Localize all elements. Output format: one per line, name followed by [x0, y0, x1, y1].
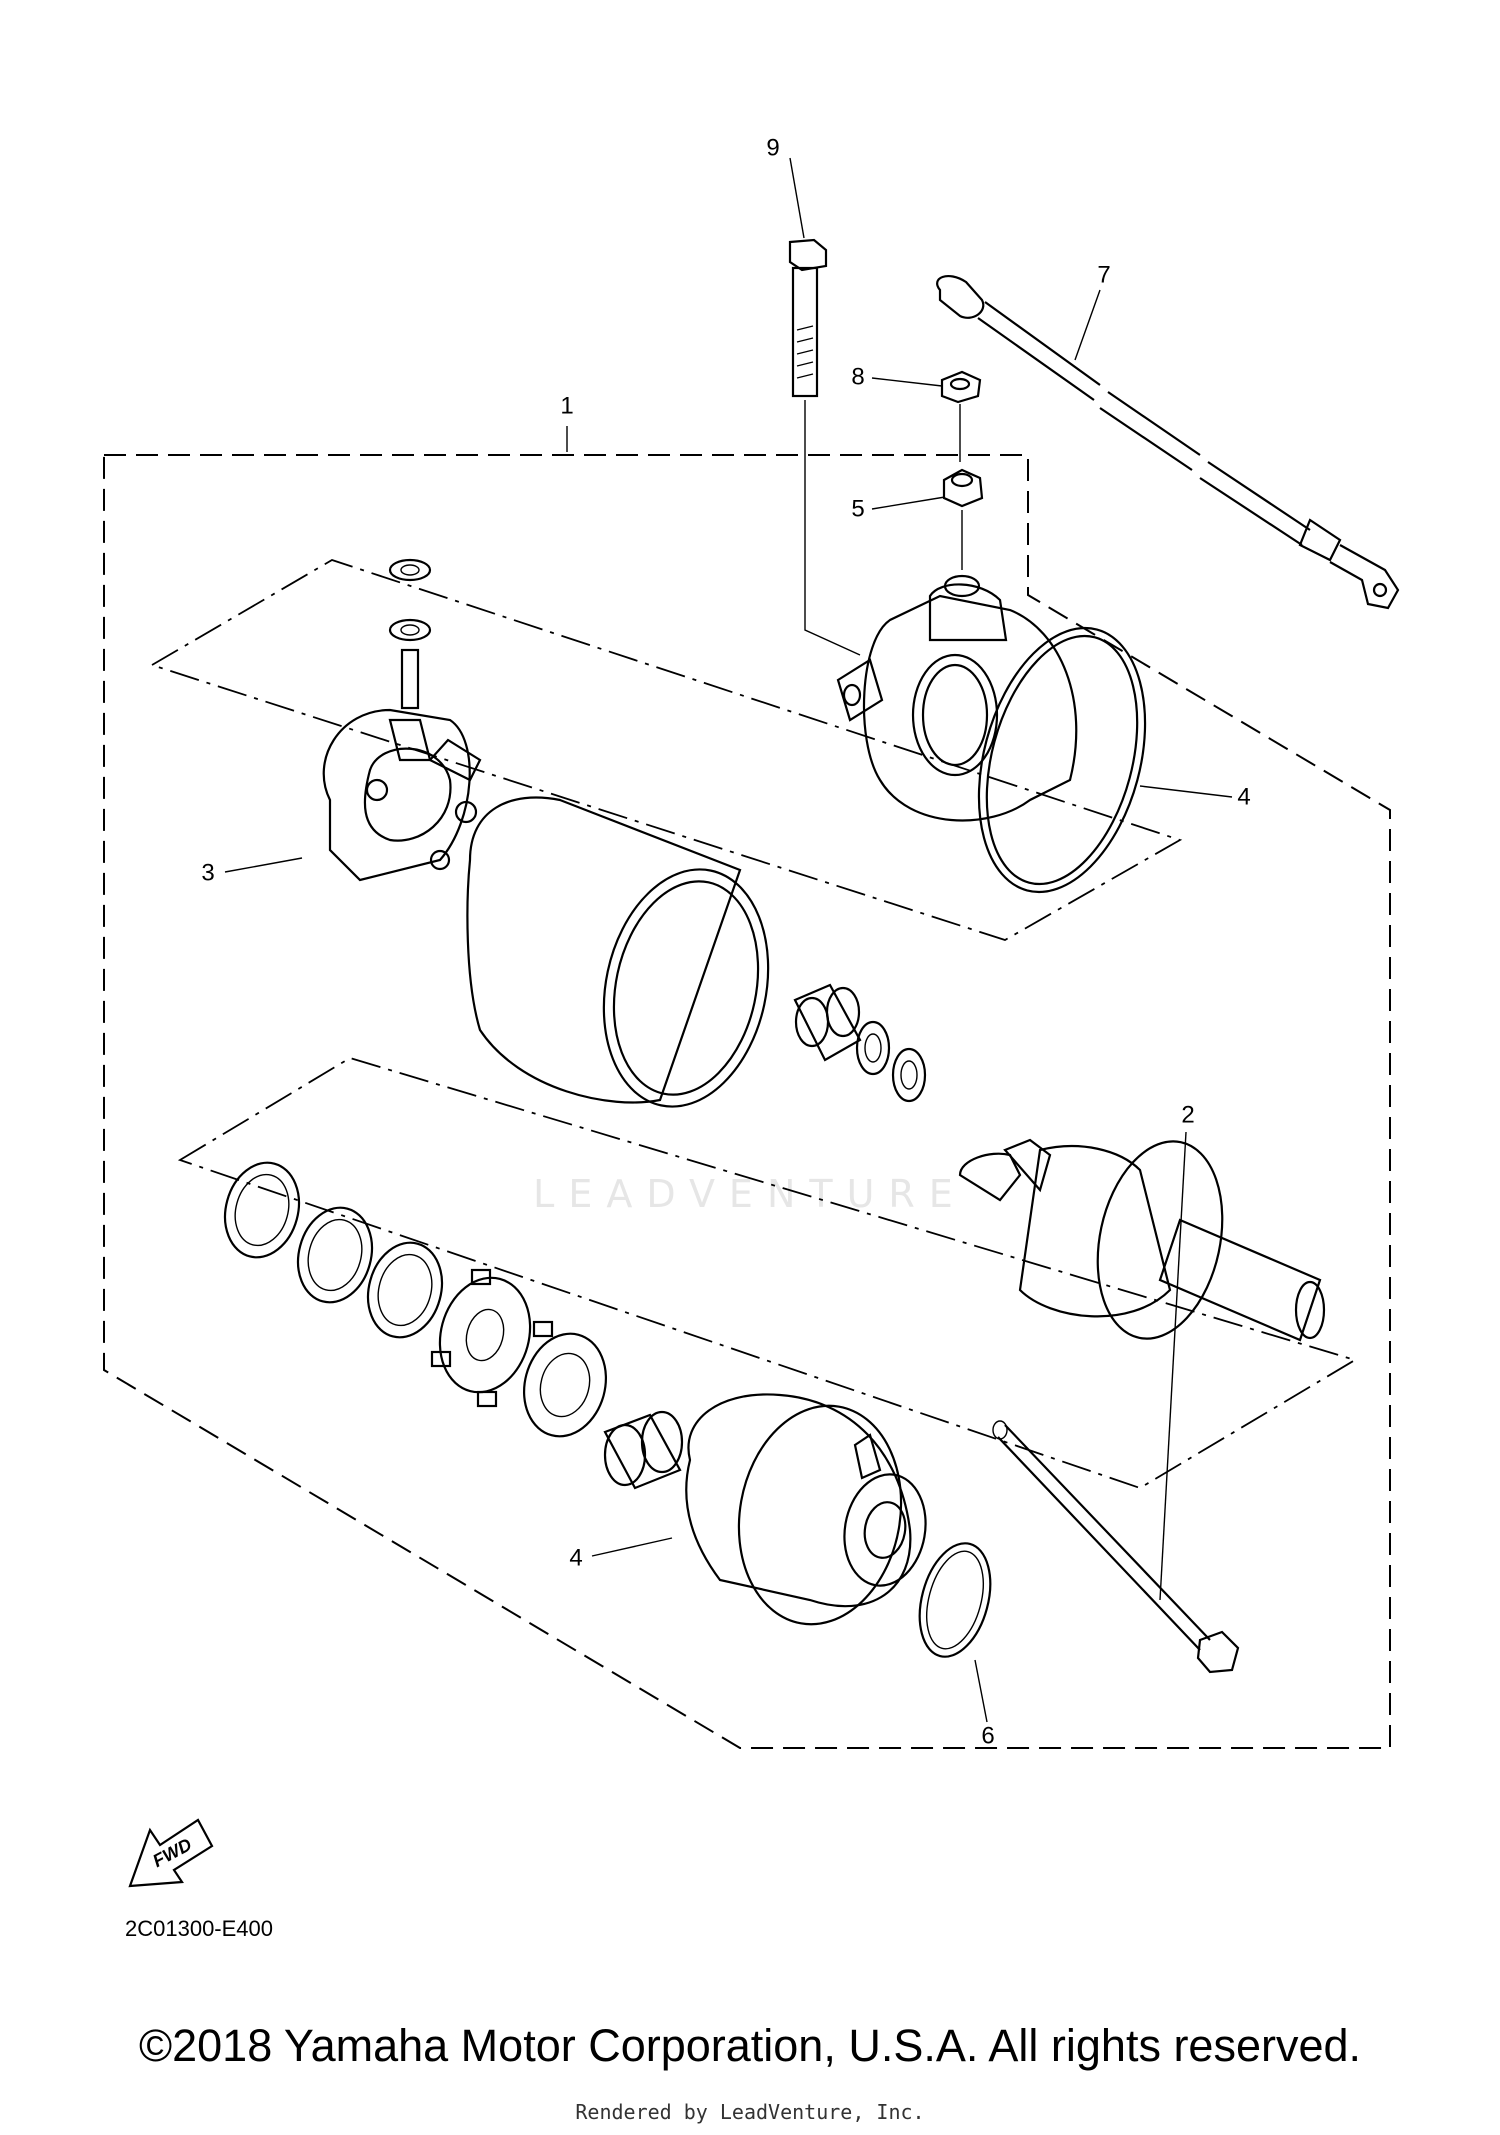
shim-1 — [223, 1161, 301, 1259]
washer-b — [891, 1047, 927, 1103]
washer-a — [855, 1020, 891, 1076]
starter-cable-part-7[interactable] — [936, 274, 1400, 610]
bolt-9-guide-line — [804, 400, 861, 656]
nut-part-8[interactable] — [940, 370, 982, 404]
assembly-boundary — [103, 454, 1391, 1749]
callout-3[interactable]: 3 — [201, 859, 214, 886]
nut-part-5[interactable] — [942, 468, 984, 508]
long-bolt-part-9[interactable] — [788, 238, 828, 398]
shim-2 — [296, 1206, 374, 1304]
callout-8[interactable]: 8 — [851, 363, 864, 390]
lock-washer — [430, 1268, 554, 1408]
callout-1[interactable]: 1 — [560, 392, 573, 419]
o-ring-part-6[interactable] — [908, 1535, 1002, 1664]
oil-seal — [522, 1332, 608, 1438]
o-ring-part-4-upper[interactable] — [952, 609, 1173, 910]
shim-3 — [366, 1241, 444, 1339]
leader-lines — [224, 289, 1233, 1723]
callout-9[interactable]: 9 — [766, 134, 779, 161]
through-bolt-part-2[interactable] — [992, 1420, 1240, 1674]
leadventure-watermark: LEADVENTURE — [533, 1172, 967, 1216]
callout-6[interactable]: 6 — [981, 1722, 994, 1749]
fwd-arrow-icon: FWD — [128, 1818, 214, 1888]
rear-cover[interactable] — [685, 1393, 934, 1637]
callout-4-upper[interactable]: 4 — [1237, 783, 1250, 810]
front-cover-bracket[interactable] — [836, 583, 1078, 822]
upper-plane — [149, 559, 1183, 941]
brush-holder-part-3[interactable] — [322, 558, 482, 882]
callout-4-lower[interactable]: 4 — [569, 1544, 582, 1571]
bushing[interactable] — [793, 983, 862, 1062]
diagram-code: 2C01300-E400 — [125, 1916, 274, 1941]
yoke-stator[interactable] — [466, 796, 789, 1123]
needle-bearing — [603, 1410, 684, 1490]
callout-5[interactable]: 5 — [851, 495, 864, 522]
copyright-notice: ©2018 Yamaha Motor Corporation, U.S.A. A… — [138, 2020, 1362, 2071]
callout-7[interactable]: 7 — [1097, 261, 1110, 288]
armature[interactable] — [958, 1130, 1326, 1351]
callout-2[interactable]: 2 — [1181, 1101, 1194, 1128]
rendered-by-notice: Rendered by LeadVenture, Inc. — [575, 2100, 925, 2124]
